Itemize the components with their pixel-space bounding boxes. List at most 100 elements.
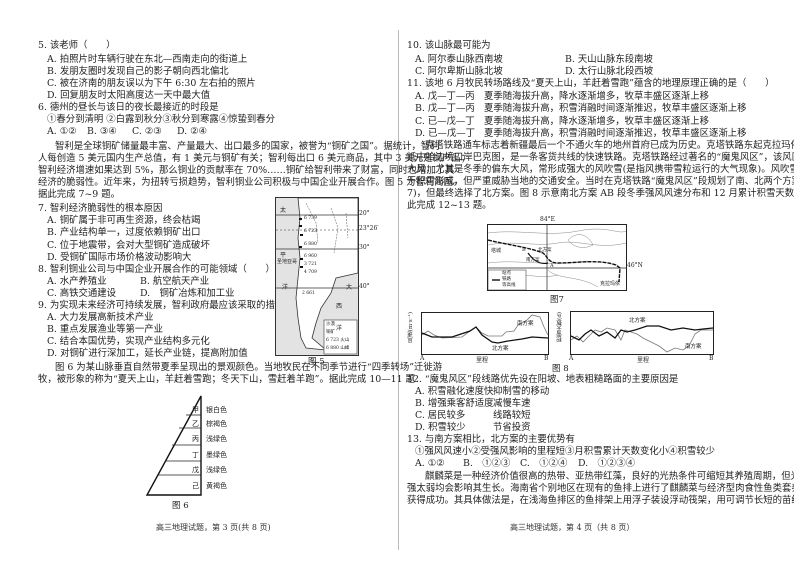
zone-color: 浅绿色 — [206, 466, 227, 474]
peak-label: 6 739 — [304, 216, 317, 221]
passage-chile-line: 据此完成 7~9 题。 — [38, 189, 120, 200]
q11-option-a-text: 夏季随海拔升高，降水逐渐增多，牧草丰盛区逐渐上移 — [484, 91, 710, 102]
longitude-label: 84°E — [540, 216, 556, 223]
place-karamay: 克拉玛依 — [600, 281, 621, 287]
q12-option-c-text: 线路较短 — [493, 410, 531, 421]
zone-code: 己 — [192, 482, 199, 490]
zone-color: 墨绿色 — [206, 451, 227, 459]
y-axis-label: 风速(m·s⁻¹) — [408, 312, 414, 343]
legend-railway: 铁路 — [502, 277, 511, 282]
q6-option-d: D. ②④ — [177, 126, 207, 137]
x-end-label: B — [544, 355, 549, 362]
zone-color: 银白色 — [206, 406, 227, 414]
point-b-label: B — [522, 247, 526, 253]
q12-option-a-label: A. 积雪融化速度快 — [415, 386, 494, 397]
ocean-label: 平 — [280, 252, 287, 259]
q12-option-a-text: 抑制雪的移动 — [493, 386, 550, 397]
peak-label: 6 960 — [304, 254, 317, 259]
peak-label: 6 880 — [304, 242, 317, 247]
figure-7-caption: 图7 — [550, 295, 564, 305]
q9-option-a: A. 大力发展高新技术产业 — [47, 312, 154, 323]
figure-7-railway-map: 塔城 克拉玛依 B 北方案 南方案 A 站点 铁路 等高线 — [487, 224, 627, 291]
latitude-label: 40° — [359, 283, 370, 290]
question-6: 6. 德州的昼长与该日的夜长最接近的时段是 — [38, 102, 219, 113]
passage-railway-line: 此完成 12~13 题。 — [407, 200, 492, 211]
q10-option-d: D. 太行山脉北段西坡 — [565, 66, 654, 77]
q9-option-b: B. 重点发展渔业等第一产业 — [47, 324, 163, 335]
series-label: 北方案 — [629, 318, 646, 324]
question-5: 5. 该老师（ ） — [38, 40, 116, 51]
ocean-label: 太 — [280, 207, 287, 214]
zone-color: 黄褐色 — [206, 482, 227, 490]
figure-8-wind-speed-chart: 南方案 北方案 — [421, 312, 549, 355]
peak-label: 3 721 — [304, 262, 317, 267]
q8-option-b: B. 航空航天产业 — [140, 276, 210, 287]
santiago-label: 圣地亚哥 — [277, 259, 298, 265]
q5-option-d: D. 回复朋友时太阳高度达一天中最大值 — [47, 90, 211, 101]
question-13: 13. 与南方案相比，北方案的主要优势有 — [407, 434, 575, 445]
q11-option-d-label: D. 已—戊—丁 — [415, 128, 476, 139]
page-divider — [398, 30, 399, 550]
ocean-label: 西 — [336, 303, 343, 310]
legend-copper: 铜矿 — [326, 330, 335, 335]
page-footer: 高三地理试题，第 4 页（共 8 页） — [510, 523, 635, 532]
q7-option-b: B. 产业结构单一，过度依赖铜矿出口 — [47, 227, 201, 238]
q7-option-d: D. 受铜矿国际市场价格波动影响大 — [47, 252, 192, 263]
passage-chile-line: 人每创造 5 美元国内生产总值，有 1 美元与铜矿有关；智利每出口 6 美元商品… — [38, 153, 471, 164]
question-7: 7. 智利经济脆弱性的根本原因 — [38, 203, 163, 214]
q12-option-b-text: 减慢车速 — [493, 398, 531, 409]
q8-option-d: D. 铜矿冶炼和加工业 — [140, 288, 235, 299]
series-label: 南方案 — [685, 344, 702, 350]
q10-option-c: C. 阿尔卑斯山脉北坡 — [415, 66, 503, 77]
zone-code: 甲 — [192, 406, 199, 414]
latitude-label: 23°26′ — [359, 225, 379, 232]
q13-option-d: D. ①②③④ — [578, 458, 636, 469]
latitude-label: 20° — [359, 210, 370, 217]
q5-option-a: A. 拍照片时车辆行驶在东北—西南走向的街道上 — [47, 54, 248, 65]
q11-option-c-label: C. 已—戊—丁 — [415, 116, 475, 127]
legend-volcano: 6 723 火山 — [326, 338, 350, 343]
q9-option-c: C. 结合本国优势，实现产业结构多元化 — [47, 336, 210, 347]
q6-option-b: B. ③④ — [87, 126, 117, 137]
map-legend: 站点 铁路 等高线 — [502, 271, 516, 289]
q11-option-a-label: A. 戊—丁—丙 — [415, 91, 475, 102]
peak-label: 4 709 — [304, 270, 317, 275]
series-label: 北方案 — [492, 346, 509, 352]
figure-6-vertical-zones: 甲 银白色 乙 棕褐色 丙 浅绿色 丁 墨绿色 戊 浅绿色 己 黄褐色 — [145, 395, 255, 497]
latitude-label: 30° — [359, 244, 370, 251]
figure-6-caption: 图 6 — [172, 501, 189, 511]
q13-option-a: A. ①② — [415, 458, 445, 469]
q11-option-c-text: 夏季随海拔升高，降水逐渐增多，牧草丰盛区逐渐上移 — [484, 116, 710, 127]
question-11: 11. 该地 6 月牧民转场路线及“夏天上山，羊赶着雪跑”蕴含的地理原理正确的是… — [407, 78, 775, 89]
q9-option-d: D. 对铜矿进行深加工，延长产业链，提高附加值 — [47, 348, 248, 359]
q10-option-a: A. 阿尔泰山脉西南坡 — [415, 54, 503, 65]
q5-option-b: B. 发朋友圈时发现自己的影子朝向西北偏北 — [47, 66, 229, 77]
passage-seaweed-line: 获得成功。其具体做法是，在浅海鱼排区的鱼排架上用浮子装设浮动筏架，用可调节长短的… — [407, 495, 794, 506]
zone-code: 戊 — [192, 466, 199, 474]
x-axis-label: 里程 — [637, 357, 650, 364]
q6-items: ①春分到清明 ②白露到秋分③秋分到寒露④惊蛰到春分 — [47, 114, 275, 125]
q11-option-b-label: B. 戊—丁—丙 — [415, 103, 475, 114]
q11-option-d-text: 夏季随海拔升高，积雪消融时间逐渐推迟，牧草丰盛区逐渐上移 — [484, 128, 747, 139]
q11-option-b-text: 夏季随海拔升高，积雪消融时间逐渐推迟，牧草丰盛区逐渐上移 — [484, 103, 747, 114]
passage-railway-line: 克塔铁路通车标志着新疆最后一个不通火车的地州首府已成为历史。克塔铁路东起克拉玛依… — [425, 140, 794, 151]
q7-option-c: C. 位于地震带，会对大型铜矿造成破坏 — [47, 240, 210, 251]
question-9: 9. 为实现未来经济可持续发展，智利政府最应该采取的措施 — [38, 300, 285, 311]
point-a-label: A — [550, 263, 554, 269]
passage-railway-line: 抵中哈边境口岸巴克图，是一条客货共线的快速铁路。克塔铁路经过著名的“魔鬼风区”，… — [407, 152, 794, 163]
zone-color: 浅绿色 — [206, 435, 227, 443]
x-start-label: A — [569, 355, 574, 362]
passage-chile-line: 智利经济增速如果达到 5%，那么铜业的贡献率在 70%……铜矿给智利带来了财富，… — [38, 165, 455, 176]
question-10: 10. 该山脉最可能为 — [407, 40, 491, 51]
passage-railway-line: 于积雪形成，但严重威胁当地的交通安全。当时在克塔铁路“魔鬼风区”段规划了南、北两… — [407, 176, 794, 187]
south-route-label: 南方案 — [526, 258, 540, 263]
y-axis-label: 积雪天数(d) — [557, 312, 563, 342]
legend-peak: 6 880 山峰 — [326, 346, 350, 351]
q6-option-a: A. ①② — [47, 126, 77, 137]
passage-seaweed-line: 麒麟菜是一种经济价值很高的热带、亚热带红藻，良好的光热条件可缩短其养殖周期，但光… — [425, 471, 794, 482]
series-label: 南方案 — [517, 321, 534, 327]
latitude-label: 46°N — [627, 262, 643, 269]
peak-label: 2 661 — [302, 291, 315, 296]
legend-contour: 等高线 — [502, 283, 516, 288]
x-end-label: B — [709, 355, 714, 362]
